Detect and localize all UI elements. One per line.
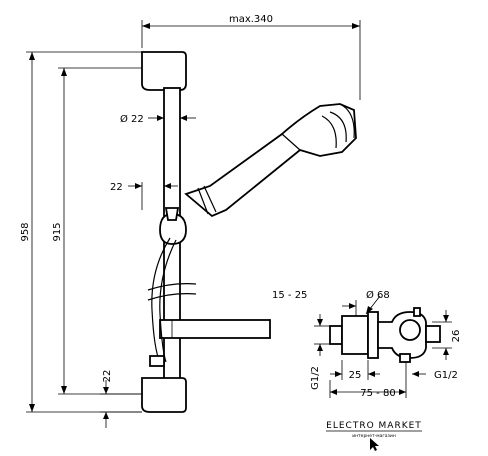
valve-wall-connector xyxy=(329,325,343,345)
hand-shower xyxy=(184,103,357,218)
dim-inlet-span: 75 - 80 xyxy=(329,362,407,399)
dim-valve-diameter-label: Ø 68 xyxy=(366,289,390,301)
dim-offset-label: 22 xyxy=(110,182,123,193)
dim-max-width-label: max.340 xyxy=(229,14,273,25)
hand-shower-handle xyxy=(184,103,357,218)
dim-inlet-depth: 25 xyxy=(330,360,380,381)
cursor-icon xyxy=(370,438,379,451)
valve-rosette xyxy=(367,311,379,359)
shower-hose xyxy=(151,237,177,363)
dim-rod-diameter: Ø 22 xyxy=(120,113,196,125)
soap-dish xyxy=(159,319,271,339)
watermark-tagline: интернет-магазин xyxy=(352,434,396,439)
valve-outlet xyxy=(413,307,421,317)
dim-valve-spacing: 15 - 25 xyxy=(272,290,357,316)
shower-rail xyxy=(141,51,271,413)
watermark-brand: ELECTRO MARKET xyxy=(326,421,422,431)
valve-right-connector xyxy=(425,325,441,343)
dim-bottom-offset: 22 xyxy=(100,370,142,428)
dim-valve-height: 26 xyxy=(432,310,462,360)
dim-valve-spacing-label: 15 - 25 xyxy=(272,290,307,301)
shower-head-face xyxy=(321,103,355,149)
slider-holder xyxy=(159,213,187,245)
dim-inlet-left-label: G1/2 xyxy=(310,366,321,390)
dim-valve-height-label: 26 xyxy=(451,330,462,343)
dim-inlet-left: G1/2 xyxy=(310,314,330,390)
dim-inlet-right-label: G1/2 xyxy=(434,370,458,381)
dim-rod-diameter-label: Ø 22 xyxy=(120,113,144,125)
dim-height-total: 958 xyxy=(20,51,142,413)
dim-height-rod-label: 915 xyxy=(52,222,63,241)
dim-offset: 22 xyxy=(110,182,178,210)
dim-inlet-right: G1/2 xyxy=(412,370,458,381)
dim-valve-diameter: Ø 68 xyxy=(365,289,390,315)
thermostat-valve xyxy=(329,307,441,363)
dim-inlet-depth-label: 25 xyxy=(349,370,362,381)
dim-inlet-span-label: 75 - 80 xyxy=(360,388,395,399)
dim-max-width: max.340 xyxy=(141,14,361,100)
hose-connector xyxy=(149,355,165,367)
dim-height-total-label: 958 xyxy=(20,222,31,241)
valve-bottom-connector xyxy=(399,353,411,363)
slider-knob xyxy=(164,207,180,221)
watermark: ELECTRO MARKET интернет-магазин xyxy=(326,421,422,451)
valve-knob xyxy=(399,319,421,341)
top-wall-bracket xyxy=(141,51,187,91)
valve-left-body xyxy=(341,315,369,355)
dim-bottom-offset-label: 22 xyxy=(102,370,113,383)
bottom-wall-bracket xyxy=(141,377,187,413)
